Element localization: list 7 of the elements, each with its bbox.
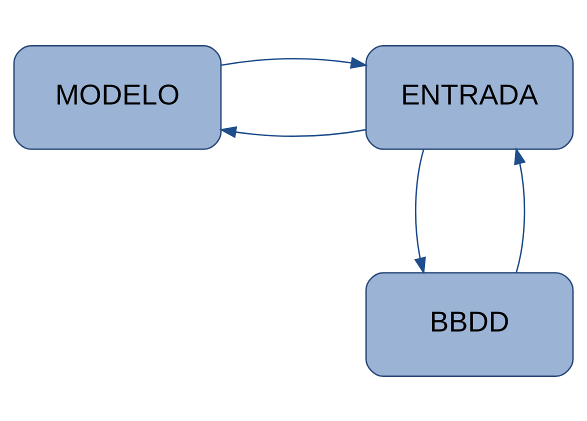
node-box: MODELO: [13, 44, 222, 150]
arrow: [221, 56, 368, 68]
node-box: BBDD: [365, 272, 574, 376]
arrow: [219, 126, 366, 138]
arrow: [414, 148, 426, 274]
arrow: [514, 146, 526, 272]
node-box: ENTRADA: [365, 44, 574, 150]
